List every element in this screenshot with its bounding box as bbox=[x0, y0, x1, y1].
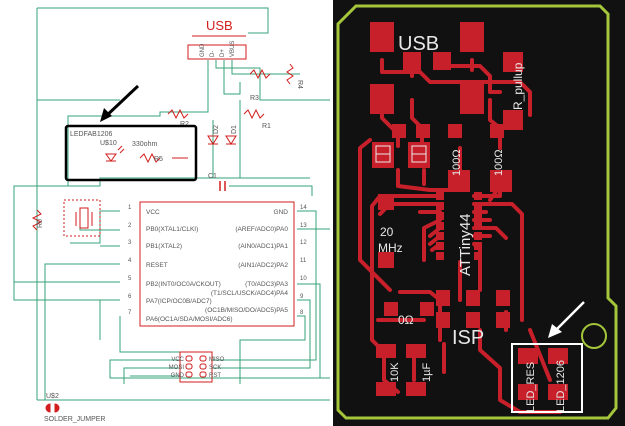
svg-text:1: 1 bbox=[128, 205, 132, 211]
svg-text:(T1/SCL/USCK/ADC4)PA4: (T1/SCL/USCK/ADC4)PA4 bbox=[211, 290, 289, 297]
svg-text:14: 14 bbox=[300, 205, 307, 211]
svg-text:RESET: RESET bbox=[146, 262, 168, 269]
mcu-right-pins: GND (AREF/ADC0)PA0 (AIN0/ADC1)PA1 (AIN1/… bbox=[205, 209, 288, 314]
d1-label: D1 bbox=[231, 125, 238, 134]
svg-text:(T0/ADC3)PA3: (T0/ADC3)PA3 bbox=[245, 281, 288, 288]
svg-text:4: 4 bbox=[128, 258, 132, 264]
pcb-pads bbox=[370, 22, 568, 400]
pcb-cap: 1µF bbox=[421, 363, 433, 382]
pcb-res-10k: 10K bbox=[389, 362, 401, 382]
pcb-res-100-a: 100Ω bbox=[451, 149, 463, 176]
pcb-outline bbox=[336, 4, 618, 420]
r5-label: R5 bbox=[154, 156, 163, 163]
r4-label: R4 bbox=[296, 80, 303, 89]
pcb-panel: USB R_pullup 100Ω 100Ω ATTiny44 20 MHz 0… bbox=[333, 0, 625, 426]
d2-label: D2 bbox=[213, 125, 220, 134]
pcb-led-callout-box bbox=[511, 343, 583, 413]
svg-text:MOSI: MOSI bbox=[169, 365, 185, 371]
svg-text:11: 11 bbox=[300, 258, 307, 264]
c1-label: C1 bbox=[208, 173, 217, 180]
jumper-ref: U$2 bbox=[46, 393, 59, 400]
svg-text:PB2(INT0/OC0A/CKOUT): PB2(INT0/OC0A/CKOUT) bbox=[146, 281, 221, 288]
svg-text:PB0(XTAL1/CLKI): PB0(XTAL1/CLKI) bbox=[146, 226, 198, 233]
mcu-left-pin-numbers: 1 2 3 4 5 6 7 bbox=[128, 205, 132, 316]
pcb-rpullup-label: R_pullup bbox=[511, 62, 525, 110]
svg-text:RST: RST bbox=[209, 373, 221, 379]
usb-pin-vbus: VBUS bbox=[230, 41, 236, 57]
schematic-diodes bbox=[207, 135, 237, 145]
svg-text:(AIN0/ADC1)PA1: (AIN0/ADC1)PA1 bbox=[238, 243, 288, 250]
led-callout-box bbox=[64, 124, 198, 182]
r3-label: R3 bbox=[250, 95, 259, 102]
svg-text:10: 10 bbox=[300, 276, 307, 282]
pcb-crystal-line1: 20 bbox=[380, 225, 394, 239]
svg-text:MISO: MISO bbox=[209, 357, 225, 363]
led-value: 330ohm bbox=[132, 141, 157, 148]
svg-text:2: 2 bbox=[128, 223, 132, 229]
svg-text:SCK: SCK bbox=[209, 365, 221, 371]
pcb-isp-label: ISP bbox=[452, 327, 484, 349]
svg-text:(OC1B/MISO/DO/ADC5)PA5: (OC1B/MISO/DO/ADC5)PA5 bbox=[205, 307, 288, 314]
mounting-hole bbox=[581, 323, 607, 349]
solder-jumper-symbol bbox=[45, 403, 60, 413]
usb-pin-labels: GND D- D+ VBUS bbox=[200, 41, 236, 57]
led-pointer-arrow bbox=[100, 84, 140, 122]
schematic-wires bbox=[13, 7, 330, 401]
svg-text:(AREF/ADC0)PA0: (AREF/ADC0)PA0 bbox=[235, 226, 288, 233]
isp-right-labels: MISO SCK RST bbox=[209, 357, 225, 379]
pcb-led-pointer-arrow bbox=[548, 301, 585, 338]
isp-header bbox=[179, 351, 213, 383]
isp-left-labels: VCC MOSI GND bbox=[169, 357, 185, 379]
diode-marks bbox=[375, 145, 427, 163]
led-ref: U$10 bbox=[100, 140, 117, 147]
mcu-right-pin-numbers: 14 13 12 11 10 9 8 bbox=[300, 205, 307, 316]
svg-text:9: 9 bbox=[300, 294, 304, 300]
pcb-led: LED_1206 bbox=[555, 360, 567, 412]
r0-label: R0 bbox=[37, 219, 44, 228]
capacitor-c1 bbox=[219, 181, 226, 191]
svg-text:(AIN1/ADC2)PA2: (AIN1/ADC2)PA2 bbox=[238, 262, 288, 269]
r1-label: R1 bbox=[262, 123, 271, 130]
pcb-res-0: 0Ω bbox=[398, 313, 414, 327]
svg-text:5: 5 bbox=[128, 276, 132, 282]
pcb-led-res: LED_RES bbox=[525, 362, 537, 412]
svg-text:7: 7 bbox=[128, 310, 132, 316]
svg-text:PA6(OC1A/SDA/MOSI/ADC6): PA6(OC1A/SDA/MOSI/ADC6) bbox=[146, 316, 233, 323]
svg-text:3: 3 bbox=[128, 240, 132, 246]
led-symbol bbox=[105, 145, 125, 162]
crystal-symbol bbox=[63, 199, 101, 237]
pcb-crystal-line2: MHz bbox=[378, 241, 403, 255]
svg-text:PB1(XTAL2): PB1(XTAL2) bbox=[146, 243, 182, 250]
svg-text:GND: GND bbox=[274, 209, 289, 216]
pcb-usb-label: USB bbox=[398, 33, 439, 55]
pcb-res-100-b: 100Ω bbox=[493, 149, 505, 176]
usb-pin-dplus: D+ bbox=[220, 49, 226, 57]
schematic-panel: USB GND D- D+ VBUS R4 R3 R1 R2 R0 bbox=[13, 7, 330, 423]
svg-text:8: 8 bbox=[300, 310, 304, 316]
led-title: LEDFAB1206 bbox=[70, 131, 113, 138]
pcb-chip-label: ATTiny44 bbox=[457, 213, 474, 276]
mcu-body bbox=[139, 201, 295, 327]
jumper-name: SOLDER_JUMPER bbox=[44, 416, 105, 423]
usb-pin-dminus: D- bbox=[210, 51, 216, 57]
svg-text:VCC: VCC bbox=[146, 209, 160, 216]
usb-title: USB bbox=[206, 18, 233, 33]
svg-text:GND: GND bbox=[171, 373, 185, 379]
r2-label: R2 bbox=[180, 121, 189, 128]
isp-pads bbox=[185, 355, 207, 378]
svg-text:PA7(ICP/OC0B/ADC7): PA7(ICP/OC0B/ADC7) bbox=[146, 298, 212, 305]
svg-text:13: 13 bbox=[300, 223, 307, 229]
svg-text:6: 6 bbox=[128, 294, 132, 300]
svg-text:12: 12 bbox=[300, 240, 307, 246]
usb-connector: USB GND D- D+ VBUS bbox=[187, 18, 247, 60]
svg-text:VCC: VCC bbox=[171, 357, 184, 363]
mcu-left-pins: VCC PB0(XTAL1/CLKI) PB1(XTAL2) RESET PB2… bbox=[146, 209, 233, 323]
usb-pin-gnd: GND bbox=[200, 43, 206, 57]
schematic-resistors bbox=[31, 63, 294, 231]
